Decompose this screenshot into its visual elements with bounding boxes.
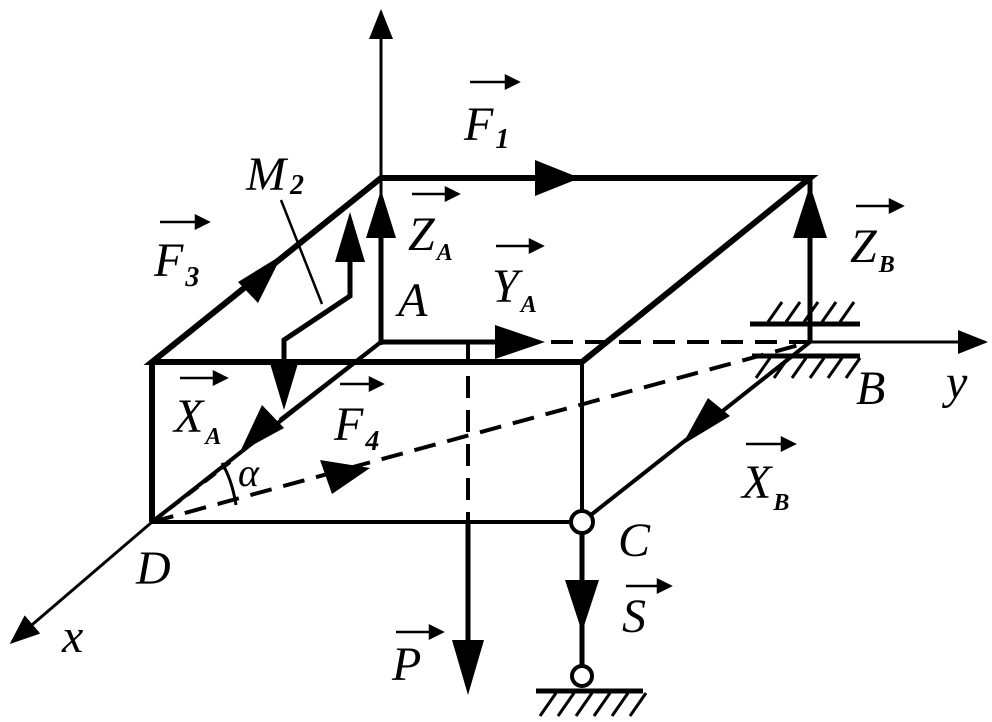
xa-vector (278, 340, 383, 422)
label-ya: YA (492, 260, 537, 318)
label-axis-y: y (941, 356, 968, 409)
label-point-a: A (395, 274, 428, 327)
label-za: ZA (408, 208, 453, 266)
label-f4: F4 (333, 398, 379, 457)
za-arrowhead (366, 190, 396, 238)
label-xa: XA (172, 390, 221, 450)
ya-arrowhead (495, 325, 545, 359)
hinge-c (569, 509, 595, 535)
label-s: S (622, 590, 646, 643)
f1-arrowhead (535, 160, 580, 196)
bearing-b-bottom-hatch (754, 357, 862, 379)
xb-arrowhead (682, 398, 730, 445)
label-f3: F3 (153, 234, 199, 293)
m2-leader (279, 199, 324, 305)
x-axis (9, 520, 153, 644)
label-point-b: B (856, 362, 885, 415)
label-zb: ZB (850, 220, 895, 278)
zb-arrowhead (793, 185, 827, 238)
box-top-face (143, 175, 819, 365)
label-point-d: D (135, 542, 171, 595)
ground-hatching (538, 692, 648, 717)
label-axis-x: x (61, 610, 83, 663)
label-point-c: C (618, 514, 651, 567)
bearing-b-top-hatch (766, 301, 856, 323)
vector-overbars (160, 73, 905, 641)
diagonal-d-b (151, 340, 811, 524)
f3-arrowhead (238, 255, 282, 303)
label-alpha: α (238, 450, 260, 495)
s-arrowhead (565, 580, 599, 632)
m2-arrowhead-up (335, 212, 365, 262)
f4-arrowhead (320, 460, 370, 494)
m2-arrowhead-down (269, 360, 299, 410)
xa-arrowhead (240, 405, 284, 452)
p-arrowhead (452, 640, 484, 695)
label-f1: F1 (463, 98, 509, 155)
label-xb: XB (740, 456, 789, 516)
label-p: P (391, 638, 421, 691)
hinge-ground (570, 664, 594, 688)
alpha-arc (220, 462, 238, 506)
alpha-dash (150, 460, 232, 524)
